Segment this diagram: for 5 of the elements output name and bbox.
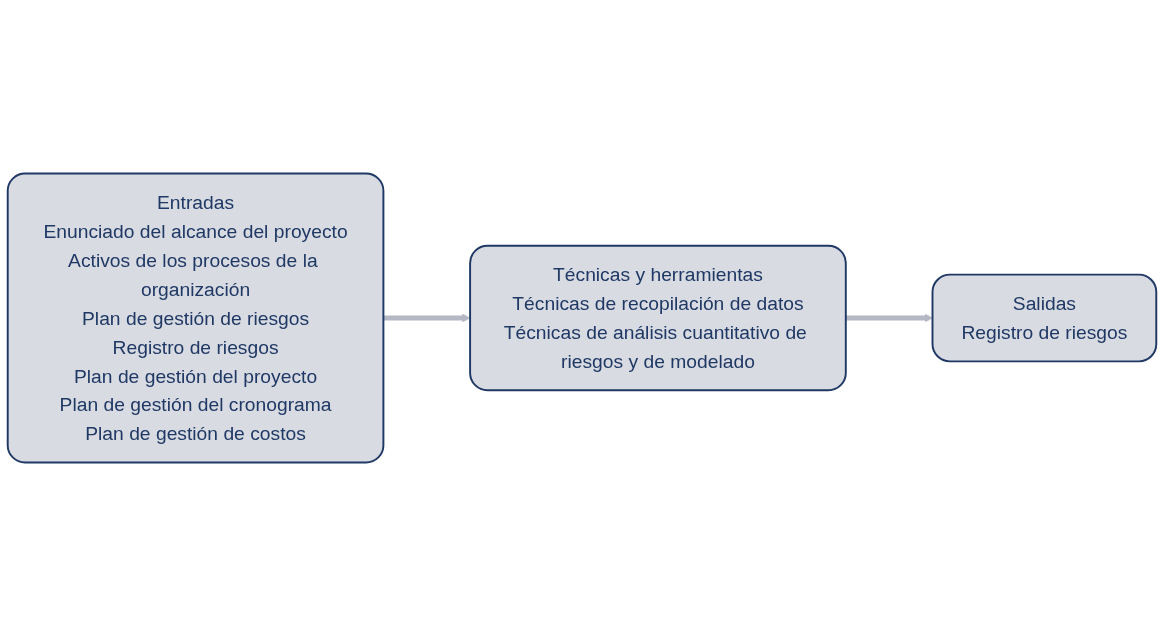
- arrow: [383, 313, 471, 322]
- node-box: Entradas Enunciado del alcance del proyecto Activos de los procesos de la organización Plan de gestión de riesgos Registro de riesgos Plan de gestión del proyecto Plan de gestión del cronograma Plan de gestión de costos: [6, 172, 385, 463]
- node-box: Salidas Registro de riesgos: [931, 273, 1158, 362]
- node-box: Técnicas y herramientas Técnicas de recopilación de datos Técnicas de análisis cuantitativo de riesgos y de modelado: [469, 244, 847, 391]
- arrow: [845, 313, 933, 322]
